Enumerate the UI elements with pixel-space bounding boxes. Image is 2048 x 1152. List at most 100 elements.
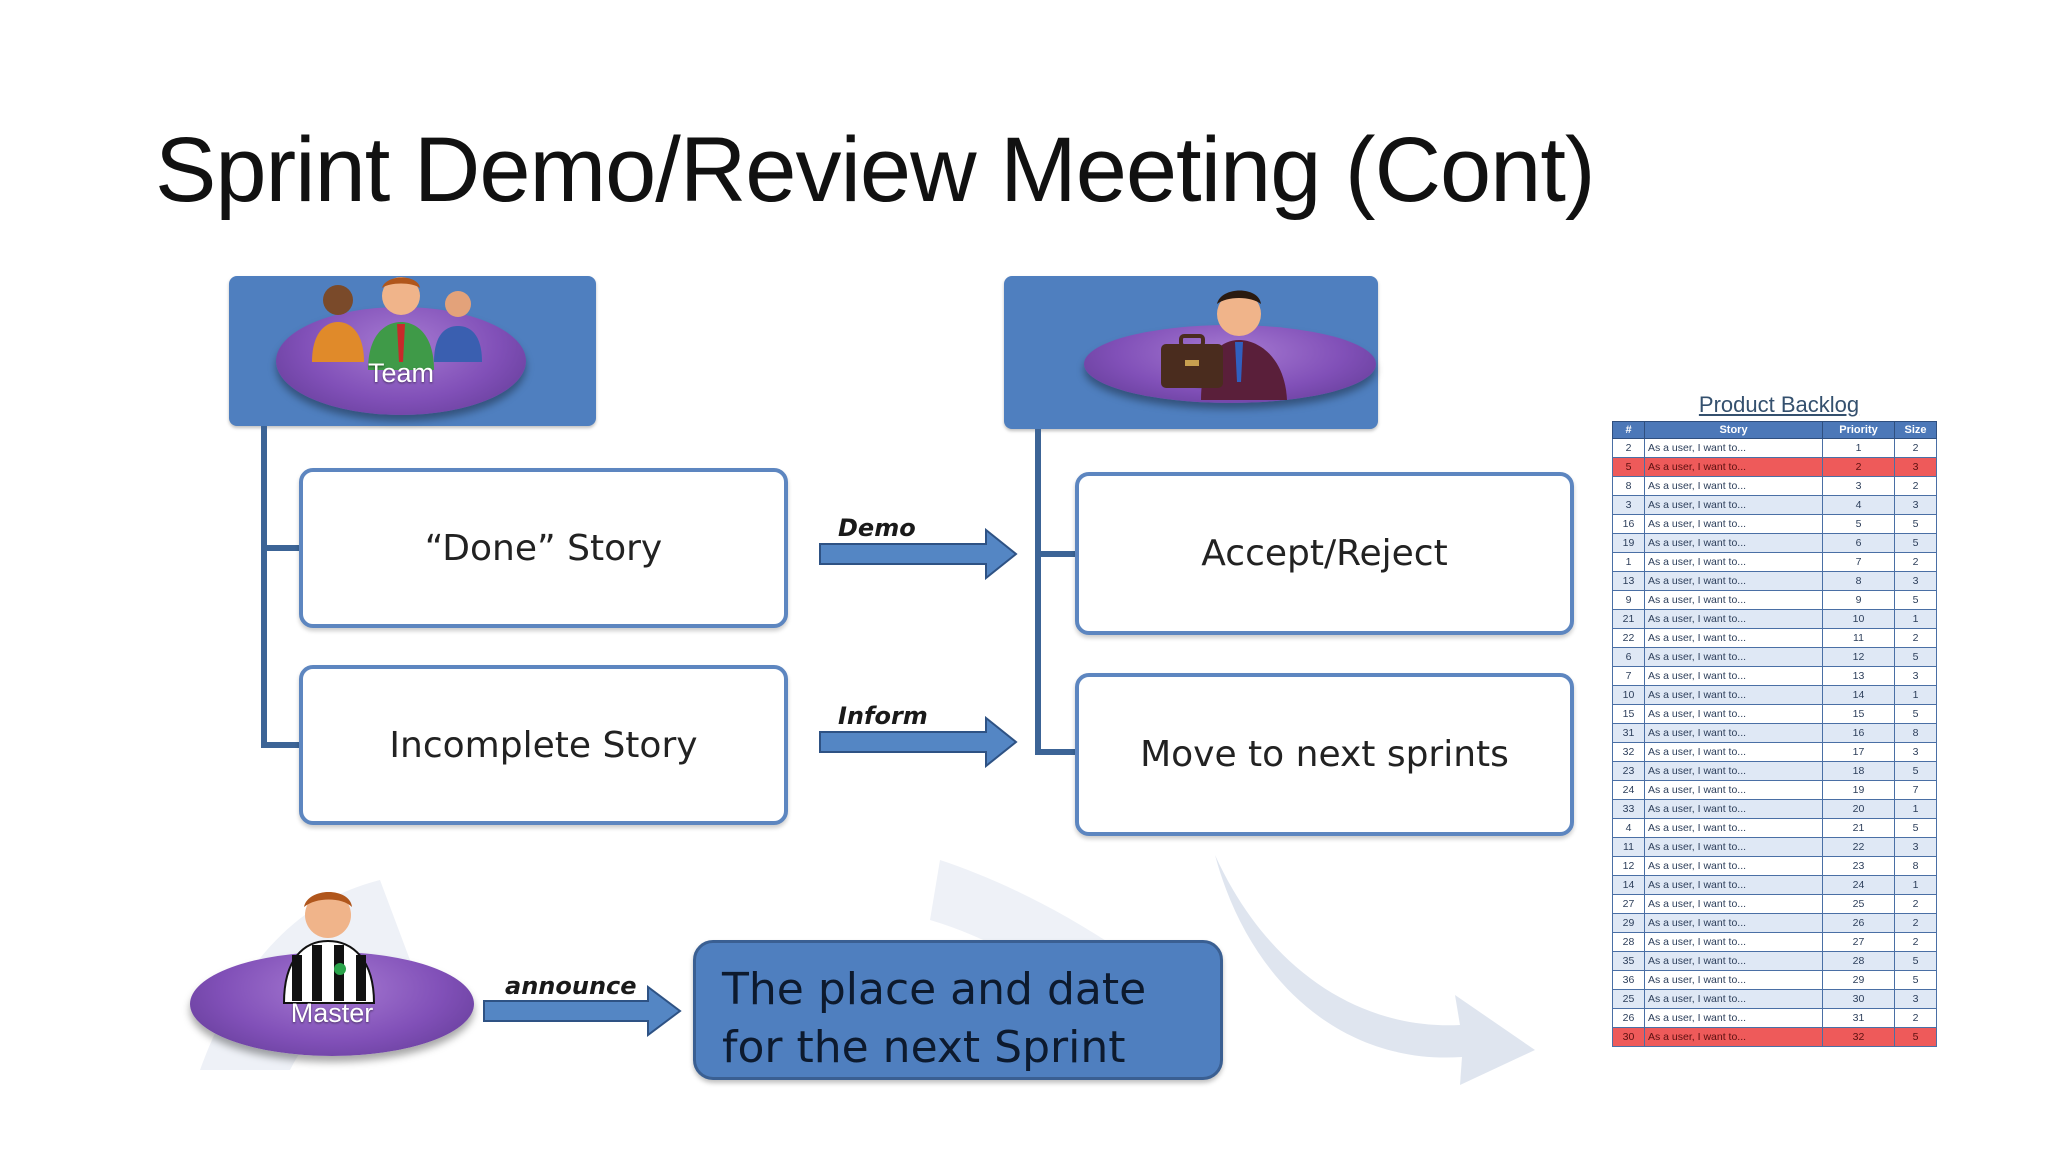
backlog-cell-id: 27 xyxy=(1612,894,1645,914)
backlog-cell-id: 10 xyxy=(1612,685,1645,705)
done-story-box: “Done” Story xyxy=(299,468,788,628)
owner-connector-move xyxy=(1035,749,1075,755)
backlog-cell-id: 15 xyxy=(1612,704,1645,724)
backlog-cell-priority: 12 xyxy=(1822,647,1895,667)
backlog-cell-priority: 5 xyxy=(1822,514,1895,534)
backlog-cell-size: 5 xyxy=(1894,761,1937,781)
backlog-cell-size: 2 xyxy=(1894,476,1937,496)
backlog-cell-priority: 16 xyxy=(1822,723,1895,743)
owner-connector-trunk xyxy=(1035,429,1041,755)
backlog-cell-size: 8 xyxy=(1894,856,1937,876)
announce-arrow xyxy=(483,985,682,1037)
backlog-cell-story: As a user, I want to... xyxy=(1644,780,1823,800)
backlog-cell-story: As a user, I want to... xyxy=(1644,837,1823,857)
backlog-cell-story: As a user, I want to... xyxy=(1644,723,1823,743)
backlog-cell-size: 1 xyxy=(1894,685,1937,705)
backlog-cell-story: As a user, I want to... xyxy=(1644,685,1823,705)
backlog-cell-priority: 6 xyxy=(1822,533,1895,553)
backlog-cell-id: 5 xyxy=(1612,457,1645,477)
backlog-cell-priority: 23 xyxy=(1822,856,1895,876)
backlog-cell-size: 5 xyxy=(1894,818,1937,838)
backlog-title: Product Backlog xyxy=(1698,392,1860,417)
next-sprint-box: The place and date for the next Sprint xyxy=(693,940,1223,1080)
inform-arrow xyxy=(819,716,1018,768)
backlog-cell-size: 3 xyxy=(1894,495,1937,515)
backlog-cell-priority: 22 xyxy=(1822,837,1895,857)
backlog-cell-story: As a user, I want to... xyxy=(1644,609,1823,629)
slide-title: Sprint Demo/Review Meeting (Cont) xyxy=(155,119,1596,221)
backlog-cell-priority: 1 xyxy=(1822,438,1895,458)
backlog-cell-priority: 30 xyxy=(1822,989,1895,1009)
backlog-cell-story: As a user, I want to... xyxy=(1644,932,1823,952)
backlog-cell-priority: 10 xyxy=(1822,609,1895,629)
backlog-cell-id: 19 xyxy=(1612,533,1645,553)
backlog-cell-priority: 8 xyxy=(1822,571,1895,591)
team-people-icon xyxy=(312,277,482,370)
backlog-cell-id: 8 xyxy=(1612,476,1645,496)
backlog-cell-story: As a user, I want to... xyxy=(1644,704,1823,724)
next-sprint-line-2: for the next Sprint xyxy=(722,1022,1126,1073)
background-curved-arrow xyxy=(1215,855,1535,1085)
backlog-cell-id: 3 xyxy=(1612,495,1645,515)
backlog-cell-priority: 26 xyxy=(1822,913,1895,933)
backlog-cell-story: As a user, I want to... xyxy=(1644,913,1823,933)
backlog-cell-size: 7 xyxy=(1894,780,1937,800)
backlog-cell-story: As a user, I want to... xyxy=(1644,628,1823,648)
team-label: Team xyxy=(367,358,435,388)
backlog-cell-id: 33 xyxy=(1612,799,1645,819)
accept-reject-box: Accept/Reject xyxy=(1075,472,1574,635)
backlog-cell-story: As a user, I want to... xyxy=(1644,951,1823,971)
backlog-header-story: Story xyxy=(1644,421,1823,439)
demo-arrow-label: Demo xyxy=(838,514,916,542)
backlog-cell-id: 6 xyxy=(1612,647,1645,667)
backlog-cell-size: 2 xyxy=(1894,1008,1937,1028)
backlog-cell-id: 21 xyxy=(1612,609,1645,629)
next-sprint-line-1: The place and date xyxy=(722,964,1147,1015)
owner-person-icon xyxy=(1161,290,1287,400)
backlog-cell-id: 12 xyxy=(1612,856,1645,876)
backlog-cell-story: As a user, I want to... xyxy=(1644,856,1823,876)
backlog-cell-priority: 20 xyxy=(1822,799,1895,819)
backlog-cell-story: As a user, I want to... xyxy=(1644,875,1823,895)
backlog-cell-priority: 31 xyxy=(1822,1008,1895,1028)
backlog-cell-story: As a user, I want to... xyxy=(1644,438,1823,458)
backlog-cell-size: 5 xyxy=(1894,704,1937,724)
backlog-cell-size: 1 xyxy=(1894,875,1937,895)
backlog-cell-size: 8 xyxy=(1894,723,1937,743)
backlog-header-size: Size xyxy=(1894,421,1937,439)
backlog-cell-id: 7 xyxy=(1612,666,1645,686)
backlog-cell-priority: 32 xyxy=(1822,1027,1895,1047)
backlog-cell-size: 5 xyxy=(1894,533,1937,553)
backlog-cell-size: 2 xyxy=(1894,552,1937,572)
backlog-cell-story: As a user, I want to... xyxy=(1644,799,1823,819)
backlog-cell-priority: 25 xyxy=(1822,894,1895,914)
backlog-cell-id: 26 xyxy=(1612,1008,1645,1028)
backlog-cell-story: As a user, I want to... xyxy=(1644,647,1823,667)
backlog-cell-priority: 11 xyxy=(1822,628,1895,648)
backlog-cell-story: As a user, I want to... xyxy=(1644,742,1823,762)
backlog-cell-size: 2 xyxy=(1894,913,1937,933)
backlog-cell-story: As a user, I want to... xyxy=(1644,571,1823,591)
backlog-cell-id: 31 xyxy=(1612,723,1645,743)
backlog-cell-size: 3 xyxy=(1894,989,1937,1009)
team-connector-trunk xyxy=(261,426,267,748)
backlog-cell-id: 14 xyxy=(1612,875,1645,895)
